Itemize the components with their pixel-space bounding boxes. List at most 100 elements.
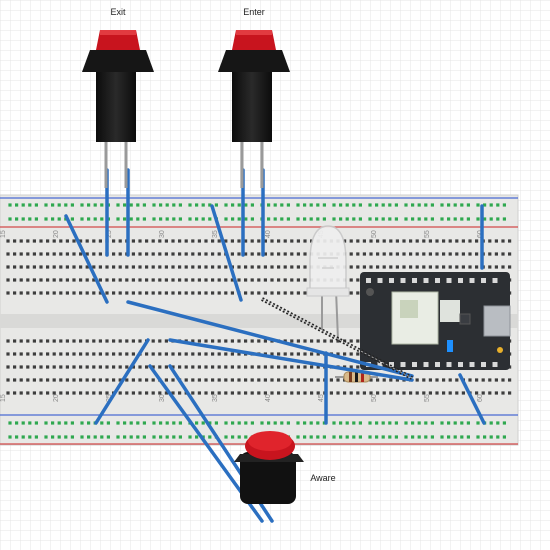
breadboard-hole — [79, 252, 83, 256]
breadboard-hole — [488, 265, 492, 269]
breadboard-hole — [191, 352, 195, 356]
breadboard-hole — [80, 435, 84, 439]
breadboard-hole — [65, 265, 69, 269]
breadboard-hole — [303, 217, 307, 221]
breadboard-hole — [197, 239, 201, 243]
breadboard-hole — [165, 435, 169, 439]
breadboard-hole — [217, 252, 221, 256]
breadboard-hole — [52, 339, 56, 343]
breadboard-hole — [32, 265, 36, 269]
breadboard-hole — [57, 421, 61, 425]
breadboard-hole — [303, 391, 307, 395]
breadboard-hole — [6, 339, 10, 343]
breadboard-hole — [417, 203, 421, 207]
breadboard-hole — [34, 217, 38, 221]
aware-label: Aware — [310, 473, 335, 483]
breadboard-hole — [296, 365, 300, 369]
breadboard-hole — [310, 391, 314, 395]
breadboard-hole — [224, 339, 228, 343]
breadboard-hole — [19, 339, 23, 343]
breadboard-hole — [125, 365, 129, 369]
breadboard-hole — [303, 278, 307, 282]
breadboard-hole — [435, 391, 439, 395]
column-number: 35 — [212, 230, 219, 238]
breadboard-hole — [59, 365, 63, 369]
breadboard-hole — [184, 365, 188, 369]
breadboard-hole — [283, 378, 287, 382]
breadboard-hole — [79, 265, 83, 269]
breadboard-hole — [329, 339, 333, 343]
jumper-wire — [458, 373, 486, 425]
breadboard-hole — [85, 291, 89, 295]
breadboard-hole — [6, 239, 10, 243]
breadboard-hole — [352, 435, 356, 439]
breadboard-hole — [496, 217, 500, 221]
breadboard-hole — [178, 435, 182, 439]
breadboard-hole — [178, 278, 182, 282]
header-pin — [400, 278, 406, 283]
breadboard-hole — [172, 217, 176, 221]
breadboard-hole — [303, 435, 307, 439]
breadboard-hole — [428, 378, 432, 382]
breadboard-hole — [362, 252, 366, 256]
header-pin — [389, 362, 394, 367]
breadboard-hole — [13, 239, 17, 243]
breadboard-hole — [381, 421, 385, 425]
breadboard-hole — [72, 391, 76, 395]
breadboard-hole — [375, 421, 379, 425]
breadboard-hole — [152, 421, 156, 425]
breadboard-hole — [244, 278, 248, 282]
breadboard-hole — [28, 421, 32, 425]
breadboard-hole — [39, 239, 43, 243]
breadboard-hole — [442, 378, 446, 382]
breadboard-hole — [290, 239, 294, 243]
breadboard-hole — [204, 252, 208, 256]
breadboard-hole — [15, 421, 19, 425]
breadboard-hole — [277, 278, 281, 282]
breadboard-hole — [283, 239, 287, 243]
column-number: 30 — [159, 230, 166, 238]
breadboard-hole — [105, 291, 109, 295]
breadboard-hole — [92, 239, 96, 243]
breadboard-hole — [404, 421, 408, 425]
header-pin — [492, 362, 498, 367]
breadboard-hole — [138, 365, 142, 369]
breadboard-hole — [197, 391, 201, 395]
breadboard-hole — [496, 203, 500, 207]
breadboard-hole — [19, 252, 23, 256]
breadboard-hole — [422, 378, 426, 382]
breadboard-hole — [8, 435, 12, 439]
breadboard-hole — [65, 339, 69, 343]
breadboard-hole — [475, 391, 479, 395]
breadboard-hole — [211, 252, 215, 256]
breadboard-hole — [345, 217, 349, 221]
breadboard-hole — [118, 239, 122, 243]
breadboard-hole — [296, 203, 300, 207]
breadboard-hole — [138, 339, 142, 343]
breadboard-hole — [65, 365, 69, 369]
breadboard-hole — [92, 378, 96, 382]
breadboard-hole — [263, 291, 267, 295]
breadboard-hole — [105, 278, 109, 282]
breadboard-hole — [230, 278, 234, 282]
breadboard-hole — [151, 239, 155, 243]
breadboard-hole — [290, 365, 294, 369]
breadboard-hole — [116, 203, 120, 207]
breadboard-hole — [201, 217, 205, 221]
breadboard-hole — [6, 378, 10, 382]
breadboard-hole — [389, 239, 393, 243]
column-number: 55 — [424, 394, 431, 402]
breadboard-hole — [178, 252, 182, 256]
breadboard-hole — [349, 252, 353, 256]
breadboard-hole — [316, 378, 320, 382]
breadboard-hole — [316, 217, 320, 221]
breadboard-hole — [345, 421, 349, 425]
breadboard-hole — [231, 203, 235, 207]
breadboard-hole — [178, 265, 182, 269]
breadboard-hole — [85, 278, 89, 282]
breadboard-hole — [488, 378, 492, 382]
breadboard-hole — [79, 352, 83, 356]
breadboard-hole — [388, 217, 392, 221]
breadboard-hole — [230, 391, 234, 395]
breadboard-hole — [171, 239, 175, 243]
